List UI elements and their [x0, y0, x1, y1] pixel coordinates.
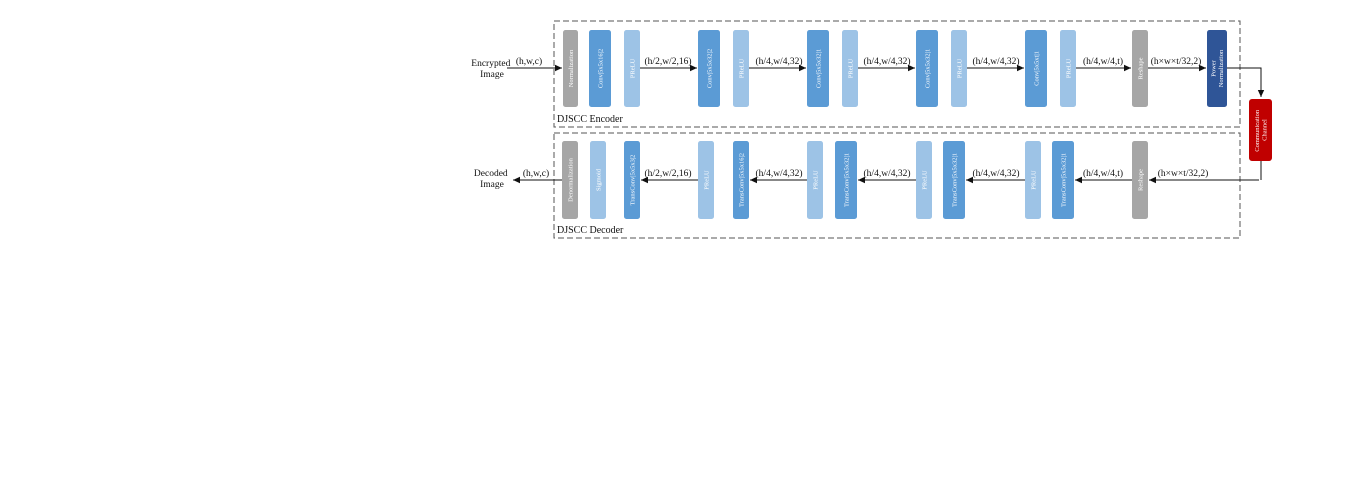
decoder-frame: [553, 132, 1241, 239]
enc-conv-3: Conv|5x5x32|1: [807, 30, 829, 107]
encrypted-image-label: Encrypted Image: [471, 59, 512, 80]
decoder-dim-2: (h/2,w/2,16): [645, 168, 692, 179]
dec-prelu-1-label: PReLU: [703, 170, 710, 190]
dec-sigmoid-label: Sigmoid: [595, 168, 602, 191]
encoder-dim-5: (h/4,w/4,32): [973, 56, 1020, 67]
enc-normalization-label: Normalization: [568, 49, 575, 87]
decoder-dim-4: (h/4,w/4,32): [864, 168, 911, 179]
encoder-dim-7: (h×w×t/32,2): [1151, 56, 1202, 67]
enc-conv-3-label: Conv|5x5x32|1: [815, 49, 822, 88]
dec-denormalization: Denormalization: [562, 141, 578, 219]
decoder-title: DJSCC Decoder: [557, 225, 624, 236]
enc-prelu-4: PReLU: [951, 30, 967, 107]
decoder-dim-5: (h/4,w/4,32): [973, 168, 1020, 179]
dec-transconv-2-label: TransConv|5x5x16|2: [738, 153, 745, 207]
enc-conv-5-label: Conv|5x5xt|1: [1033, 51, 1040, 86]
enc-conv-1-label: Conv|5x5x16|2: [597, 49, 604, 88]
encoder-dim-2: (h/2,w/2,16): [645, 56, 692, 67]
decoder-dim-6: (h/4,w/4,t): [1083, 168, 1123, 179]
dec-transconv-5: TransConv|5x5x32|1: [1052, 141, 1074, 219]
decoder-dim-7: (h×w×t/32,2): [1158, 168, 1209, 179]
dec-transconv-1: TransConv|5x5x3|2: [624, 141, 640, 219]
enc-prelu-3-label: PReLU: [847, 58, 854, 78]
enc-prelu-2: PReLU: [733, 30, 749, 107]
encoder-dim-1: (h,w,c): [516, 56, 542, 67]
dec-prelu-3-label: PReLU: [921, 170, 928, 190]
enc-conv-1: Conv|5x5x16|2: [589, 30, 611, 107]
enc-conv-5: Conv|5x5xt|1: [1025, 30, 1047, 107]
channel-label: Communication Channel: [1254, 108, 1269, 152]
dec-transconv-5-label: TransConv|5x5x32|1: [1060, 153, 1067, 207]
enc-prelu-4-label: PReLU: [956, 58, 963, 78]
dec-transconv-3: TransConv|5x5x32|1: [835, 141, 857, 219]
enc-conv-4: Conv|5x5x32|1: [916, 30, 938, 107]
enc-power-normalization: PowerNormalization: [1207, 30, 1227, 107]
encoder-dim-6: (h/4,w/4,t): [1083, 56, 1123, 67]
dec-prelu-3: PReLU: [916, 141, 932, 219]
decoder-dim-1: (h,w,c): [523, 168, 549, 179]
encoder-title: DJSCC Encoder: [557, 114, 624, 125]
dec-reshape-label: Reshape: [1137, 169, 1144, 191]
enc-reshape: Reshape: [1132, 30, 1148, 107]
enc-reshape-label: Reshape: [1137, 57, 1144, 79]
encoder-dim-3: (h/4,w/4,32): [756, 56, 803, 67]
enc-normalization: Normalization: [563, 30, 578, 107]
dec-transconv-1-label: TransConv|5x5x3|2: [629, 155, 636, 206]
dec-prelu-4-label: PReLU: [1030, 170, 1037, 190]
dec-transconv-3-label: TransConv|5x5x32|1: [843, 153, 850, 207]
to-channel-connector: [1227, 67, 1265, 97]
dec-transconv-4-label: TransConv|5x5x32|1: [951, 153, 958, 207]
enc-prelu-5-label: PReLU: [1065, 58, 1072, 78]
decoder-dim-3: (h/4,w/4,32): [756, 168, 803, 179]
enc-prelu-1: PReLU: [624, 30, 640, 107]
dec-transconv-2: TransConv|5x5x16|2: [733, 141, 749, 219]
enc-conv-2: Conv|5x5x32|2: [698, 30, 720, 107]
enc-power-normalization-label: PowerNormalization: [1211, 49, 1226, 87]
dec-transconv-4: TransConv|5x5x32|1: [943, 141, 965, 219]
enc-conv-2-label: Conv|5x5x32|2: [706, 49, 713, 88]
dec-prelu-2-label: PReLU: [812, 170, 819, 190]
enc-prelu-5: PReLU: [1060, 30, 1076, 107]
dec-prelu-2: PReLU: [807, 141, 823, 219]
enc-prelu-2-label: PReLU: [738, 58, 745, 78]
enc-prelu-1-label: PReLU: [629, 58, 636, 78]
encoder-dim-4: (h/4,w/4,32): [864, 56, 911, 67]
dec-sigmoid: Sigmoid: [590, 141, 606, 219]
dec-denormalization-label: Denormalization: [567, 157, 574, 201]
communication-channel: Communication Channel: [1249, 99, 1272, 161]
enc-prelu-3: PReLU: [842, 30, 858, 107]
dec-reshape: Reshape: [1132, 141, 1148, 219]
enc-conv-4-label: Conv|5x5x32|1: [924, 49, 931, 88]
dec-prelu-1: PReLU: [698, 141, 714, 219]
dec-prelu-4: PReLU: [1025, 141, 1041, 219]
decoded-image-label: Decoded Image: [474, 169, 510, 190]
encoder-frame: [553, 20, 1241, 128]
